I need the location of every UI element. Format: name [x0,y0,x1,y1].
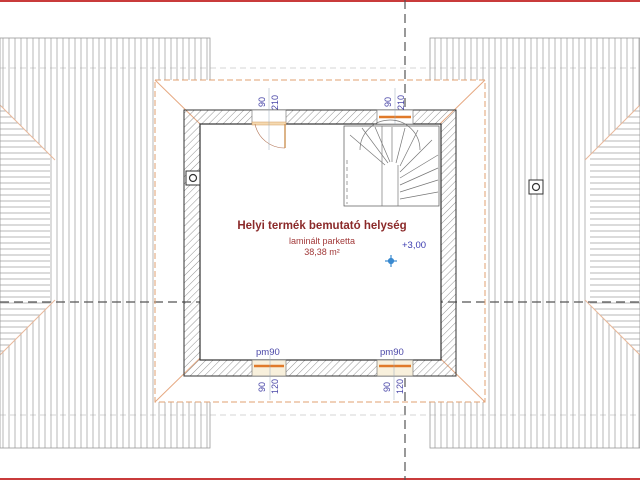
window-bottom-left [251,355,287,400]
door-width-label: 90 [257,96,267,107]
window-bottom-left-type: pm90 [256,347,280,358]
window-bottom-right [376,355,414,400]
door-top [251,88,287,150]
window-bottom-left-height: 120 [270,378,280,394]
spiral-stair-icon [343,119,440,207]
level-crosshair-icon [385,255,397,267]
window-bottom-right-height: 120 [395,378,405,394]
door-height-label: 210 [270,94,280,110]
chimney-right-icon [528,179,544,195]
level-label: +3,00 [402,240,427,251]
chimney-left-icon [185,170,201,186]
frame-bottom-line [0,478,640,480]
window-top-height-label: 210 [396,94,406,110]
window-bottom-right-width: 90 [382,381,392,392]
room-floor-type: laminált parketta [288,236,356,246]
room-name: Helyi termék bemutató helység [237,220,407,232]
room-area: 38,38 m² [304,247,340,257]
frame-top-line [0,0,640,2]
window-top-width-label: 90 [383,96,393,107]
window-bottom-right-type: pm90 [380,347,404,358]
window-bottom-left-width: 90 [257,381,267,392]
